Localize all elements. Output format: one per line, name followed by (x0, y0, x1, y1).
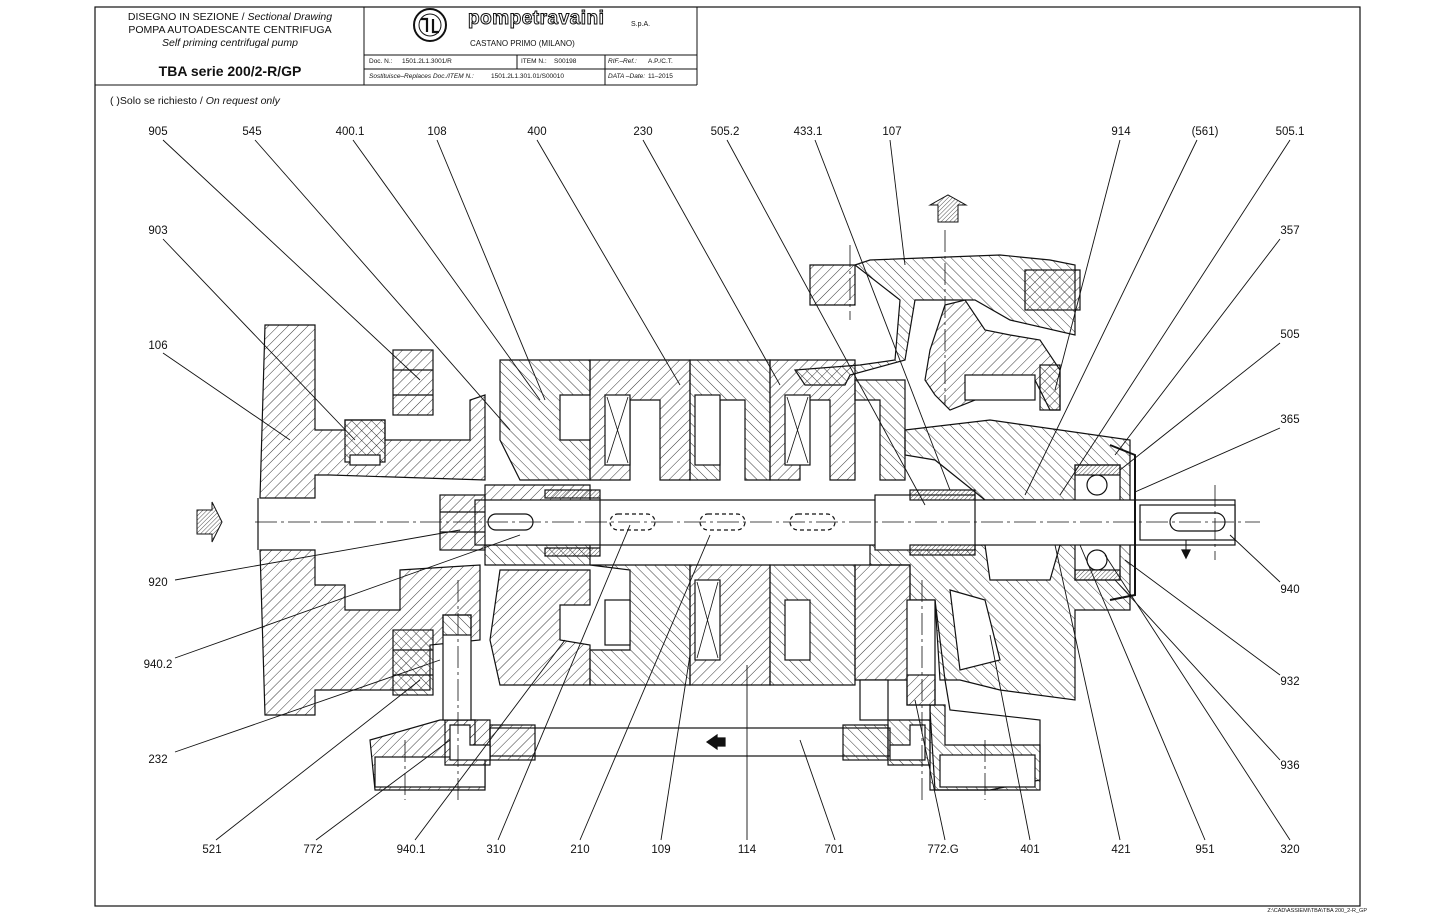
shaft-210 (474, 499, 1236, 546)
callout-107: 107 (882, 126, 902, 138)
rif-value: A.P./C.T. (648, 58, 673, 65)
callout-701: 701 (824, 844, 844, 856)
callout-903: 903 (148, 225, 168, 237)
callout-421: 421 (1111, 844, 1131, 856)
callout-400: 400 (527, 126, 547, 138)
callout-920: 920 (148, 577, 168, 589)
nut-905 (392, 349, 434, 416)
callout-401: 401 (1020, 844, 1040, 856)
recirculation-pipe-701 (444, 719, 931, 766)
callout-400-1: 400.1 (335, 126, 365, 138)
discharge-arrow-icon (928, 194, 968, 223)
item-value: S00198 (554, 58, 577, 65)
callout-357: 357 (1280, 225, 1300, 237)
callout-561: (561) (1191, 126, 1219, 138)
callout-932: 932 (1280, 676, 1300, 688)
rotation-arrow-icon (1181, 549, 1191, 560)
callout-545: 545 (242, 126, 262, 138)
callout-108: 108 (427, 126, 447, 138)
callout-433-1: 433.1 (793, 126, 823, 138)
callout-365: 365 (1280, 414, 1300, 426)
item-label: ITEM N.: (521, 58, 547, 65)
callout-232: 232 (148, 754, 168, 766)
sheet-border (94, 6, 1361, 907)
callout-109: 109 (651, 844, 671, 856)
callout-320: 320 (1280, 844, 1300, 856)
callout-106: 106 (148, 340, 168, 352)
company-logo-icon (413, 8, 447, 42)
title-line-2: POMPA AUTOADESCANTE CENTRIFUGA (128, 24, 332, 36)
callout-505-1: 505.1 (1275, 126, 1305, 138)
callout-505-2: 505.2 (710, 126, 740, 138)
model-title: TBA serie 200/2-R/GP (158, 63, 302, 79)
company-suffix: S.p.A. (631, 21, 651, 28)
title-line-3: Self priming centrifugal pump (162, 37, 298, 49)
callout-914: 914 (1111, 126, 1131, 138)
callout-772: 772 (303, 844, 323, 856)
replaces-label: Sostituisce–Replaces Doc./ITEM N.: (369, 73, 474, 80)
callout-940: 940 (1280, 584, 1300, 596)
date-label: DATA –Date: (608, 73, 646, 80)
doc-value: 1501.2L1.3001/R (402, 58, 452, 65)
file-path-footer: Z:\CAD\ASSIEMI\TBA\TBA 200_2-R_GP (1267, 908, 1367, 914)
centerlines (255, 230, 1260, 800)
company-name: pompetravaini (467, 8, 605, 30)
callout-936: 936 (1280, 760, 1300, 772)
callout-114: 114 (737, 844, 757, 856)
leader-lines (162, 139, 1291, 841)
callout-905: 905 (148, 126, 168, 138)
title-block (95, 7, 698, 86)
suction-casing (259, 324, 486, 499)
replaces-value: 1501.2L1.301.01/S00010 (491, 73, 565, 80)
callout-230: 230 (633, 126, 653, 138)
rif-label: RIF.–Ref.: (608, 58, 637, 65)
discharge-casing (809, 264, 856, 306)
callout-940-1: 940.1 (396, 844, 426, 856)
date-value: 11–2015 (648, 73, 673, 80)
callout-940-2: 940.2 (143, 659, 173, 671)
title-line-1: DISEGNO IN SEZIONE / Sectional Drawing (127, 11, 333, 23)
company-city: CASTANO PRIMO (MILANO) (470, 39, 575, 48)
callout-505: 505 (1280, 329, 1300, 341)
callout-310: 310 (486, 844, 506, 856)
callout-772-g: 772.G (927, 844, 959, 856)
stage-casings (589, 359, 911, 686)
optional-note: ( )Solo se richiesto / On request only (110, 95, 280, 107)
pump-cross-section (196, 194, 1236, 791)
callout-521: 521 (202, 844, 222, 856)
doc-label: Doc. N.: (369, 58, 393, 65)
callout-951: 951 (1195, 844, 1215, 856)
callout-210: 210 (570, 844, 590, 856)
suction-arrow-icon (196, 501, 223, 543)
